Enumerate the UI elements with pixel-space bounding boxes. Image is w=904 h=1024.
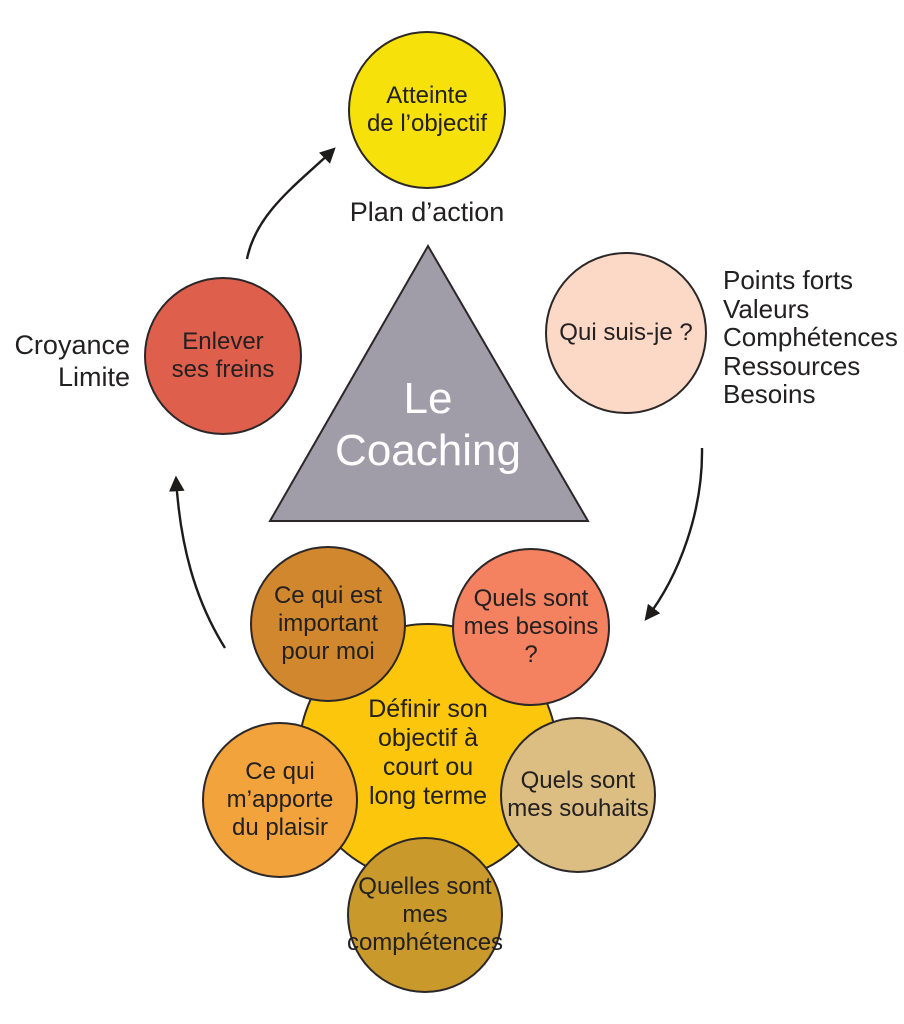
mes-souhaits-circle: Quels sont mes souhaits — [500, 717, 656, 873]
plan-action-label: Plan d’action — [349, 197, 505, 227]
qui-suis-je-circle: Qui suis-je ? — [545, 252, 707, 414]
identite-list-label: Points forts Valeurs Comphétences Ressou… — [723, 265, 898, 410]
mes-besoins-circle: Quels sont mes besoins ? — [452, 548, 610, 706]
enlever-freins-circle: Enlever ses freins — [144, 277, 302, 435]
arrow-quisuisje-to-cluster-icon — [644, 447, 704, 621]
triangle-title: Le Coaching — [335, 374, 521, 475]
arrow-cluster-to-freins-icon — [169, 475, 227, 649]
goal-circle: Atteinte de l’objectif — [348, 31, 506, 189]
important-pour-moi-circle: Ce qui est important pour moi — [250, 546, 406, 702]
apporte-plaisir-circle: Ce qui m’apporte du plaisir — [202, 722, 358, 878]
croyance-limite-label: Croyance Limite — [14, 330, 130, 393]
mes-comphetences-circle: Quelles sont mes comphétences — [347, 837, 503, 993]
